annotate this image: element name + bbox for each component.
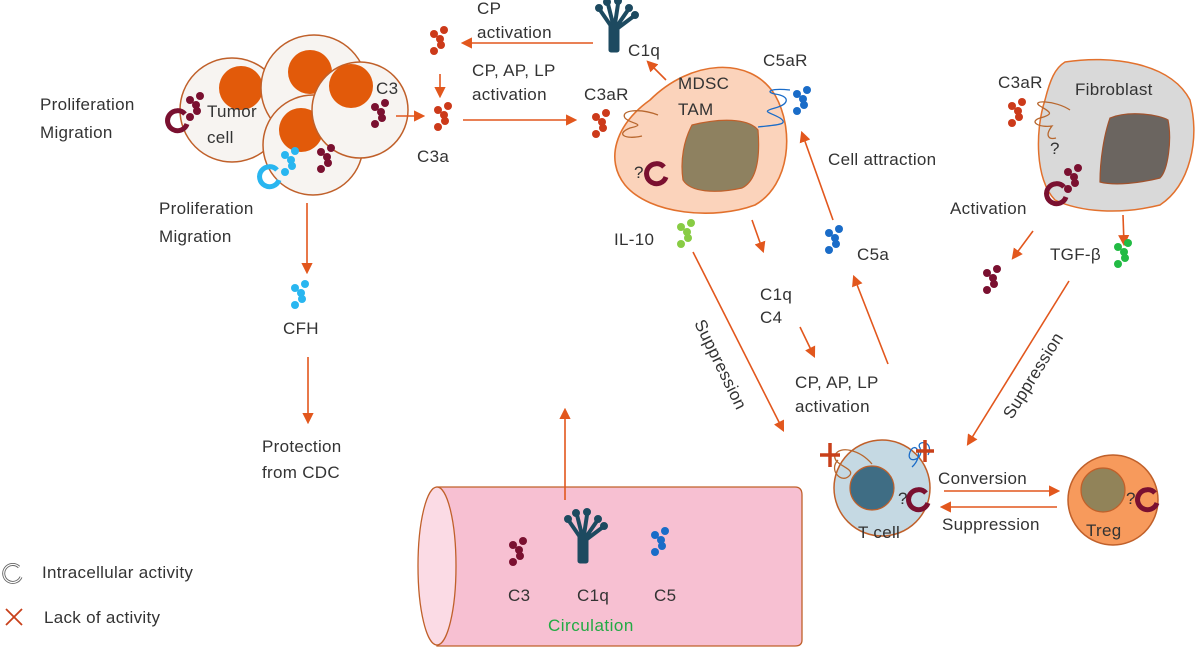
c5a-label: C5a — [857, 245, 889, 264]
legend: Intracellular activity Lack of activity — [2, 562, 193, 627]
tgfb-dots-icon — [1114, 239, 1132, 268]
cross-icon — [916, 440, 934, 462]
cfh-dots-icon — [291, 280, 309, 309]
c3a-dots-icon — [592, 109, 610, 138]
prolif-label: Proliferation — [40, 95, 135, 114]
c3ar-receptor-icon — [622, 110, 659, 138]
c1q-label: C1q — [760, 285, 792, 304]
blood-vessel — [417, 486, 803, 647]
t-cell-label: T cell — [858, 523, 900, 542]
c5a-dots-icon — [825, 225, 843, 254]
cross-icon — [5, 608, 23, 626]
c5ar-label: C5aR — [763, 51, 808, 70]
arrow — [692, 251, 785, 432]
c1q-label: C1q — [577, 586, 609, 605]
prolif-label: Proliferation — [159, 199, 254, 218]
cross-icon — [820, 443, 840, 467]
arrow — [751, 219, 766, 254]
fibroblast-nucleus — [1099, 113, 1171, 185]
c3-dots-icon — [983, 265, 1001, 294]
t-cell-nucleus — [849, 465, 895, 511]
conversion-label: Conversion — [938, 469, 1027, 488]
il10-dots-icon — [677, 219, 695, 248]
question-mark: ? — [634, 163, 644, 182]
mdsc-label: MDSC — [678, 74, 729, 93]
c3ar-receptor-icon — [833, 449, 873, 479]
treg-nucleus — [1080, 467, 1126, 513]
arrow — [646, 60, 667, 81]
mdsc-nucleus — [681, 119, 760, 192]
migration-label: Migration — [159, 227, 232, 246]
c5a-dots-icon — [793, 86, 811, 115]
suppression-label: Suppression — [690, 316, 750, 412]
legend-label: Intracellular activity — [42, 563, 193, 582]
c3a-dots-icon — [1008, 98, 1026, 127]
migration-label: Migration — [40, 123, 113, 142]
c3ar-receptor-icon — [1034, 101, 1071, 140]
tumor-cell-label: cell — [207, 128, 234, 147]
arrow — [799, 326, 816, 359]
cp-activation-label: activation — [477, 23, 552, 42]
cp-ap-lp-label: CP, AP, LP — [472, 61, 556, 80]
c3a-dots-icon — [434, 102, 452, 131]
cp-ap-lp-label: activation — [472, 85, 547, 104]
arrow — [852, 274, 889, 365]
c4-label: C4 — [760, 308, 782, 327]
protection-label: Protection — [262, 437, 342, 456]
activation-label: Activation — [950, 199, 1027, 218]
tam-label: TAM — [678, 100, 714, 119]
circulation-label: Circulation — [548, 616, 634, 635]
treg-label: Treg — [1086, 521, 1122, 540]
c3ar-label: C3aR — [584, 85, 629, 104]
tgfb-label: TGF-β — [1050, 245, 1101, 264]
suppression-label: Suppression — [942, 515, 1040, 534]
c5-label: C5 — [654, 586, 676, 605]
cell-attraction-label: Cell attraction — [828, 150, 936, 169]
question-mark: ? — [1126, 489, 1136, 508]
c3-label: C3 — [376, 79, 398, 98]
question-mark: ? — [898, 489, 908, 508]
cp-activation-label: CP — [477, 0, 501, 18]
c3ar-label: C3aR — [998, 73, 1043, 92]
c3-label: C3 — [508, 586, 530, 605]
arrow — [799, 130, 834, 221]
arrow — [1118, 214, 1130, 247]
cp-ap-lp-label: CP, AP, LP — [795, 373, 879, 392]
arrow — [1011, 230, 1034, 260]
c5ar-receptor-icon — [757, 88, 791, 128]
cycle-arrow-icon — [2, 562, 23, 584]
tumor-cell-label: Tumor — [207, 102, 257, 121]
c3a-label: C3a — [417, 147, 449, 166]
cfh-label: CFH — [283, 319, 319, 338]
c1q-label: C1q — [628, 41, 660, 60]
legend-label: Lack of activity — [44, 608, 160, 627]
tumor-cell-cluster — [179, 34, 409, 196]
protection-label: from CDC — [262, 463, 340, 482]
question-mark: ? — [1050, 139, 1060, 158]
c3a-dots-icon — [430, 26, 448, 55]
fibroblast-label: Fibroblast — [1075, 80, 1153, 99]
arrow — [966, 280, 1070, 446]
il10-label: IL-10 — [614, 230, 654, 249]
cp-ap-lp-label: activation — [795, 397, 870, 416]
